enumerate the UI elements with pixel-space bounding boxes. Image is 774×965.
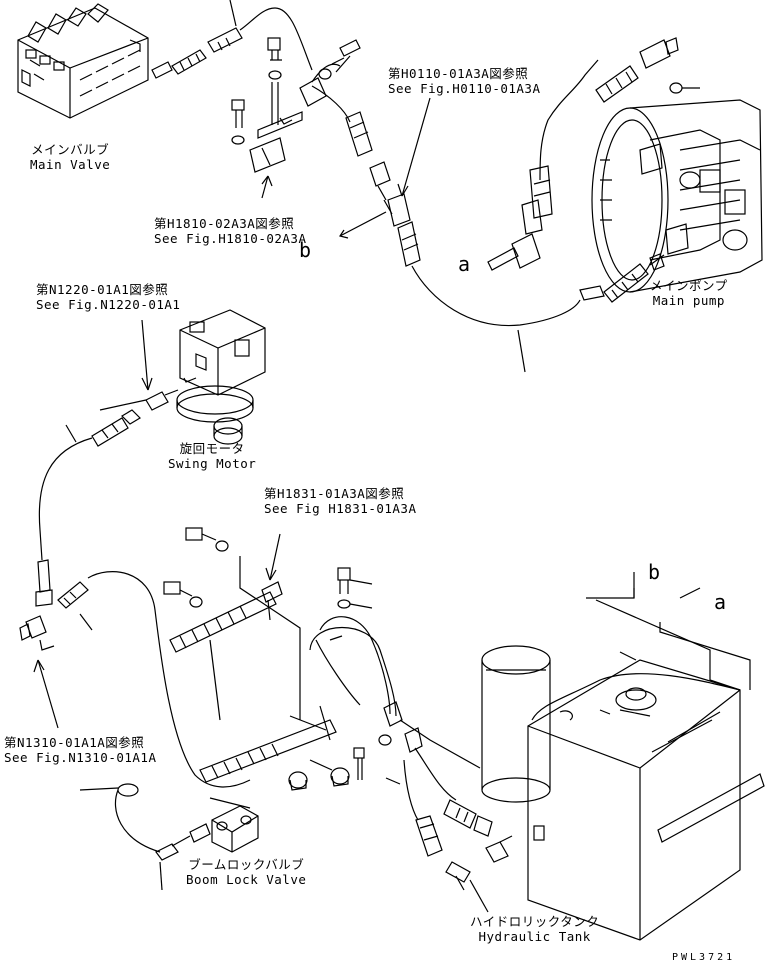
- swing-motor-label-ja: 旋回モータ: [179, 441, 245, 456]
- main-valve-label: メインバルブ Main Valve: [30, 142, 110, 172]
- ref-n1310-ja: 第N1310-01A1A図参照: [4, 735, 145, 750]
- ref-h0110-ja: 第H0110-01A3A図参照: [388, 66, 529, 81]
- ref-h0110-en: See Fig.H0110-01A3A: [388, 81, 541, 96]
- main-valve-label-ja: メインバルブ: [31, 142, 110, 157]
- hydraulic-tank-label-ja: ハイドロリックタンク: [470, 914, 600, 929]
- swing-motor-label-en: Swing Motor: [168, 456, 257, 471]
- boom-lock-valve-label-en: Boom Lock Valve: [186, 872, 307, 887]
- swing-motor-illustration: [145, 309, 266, 445]
- ref-n1220-label: 第N1220-01A1図参照 See Fig.N1220-01A1: [36, 282, 180, 312]
- connection-mark-a-top: a: [458, 252, 471, 276]
- hose-to-junction: [311, 85, 581, 373]
- clamp-hose-lower: [199, 705, 350, 791]
- ref-n1310-en: See Fig.N1310-01A1A: [4, 750, 157, 765]
- bolt-group-top: [231, 37, 361, 173]
- hose-left-lower: [19, 559, 251, 788]
- drawing-code: PWL3721: [672, 952, 736, 963]
- ref-n1220-ja: 第N1220-01A1図参照: [36, 282, 169, 297]
- connection-mark-a-tank: a: [714, 590, 727, 614]
- main-pump-label-en: Main pump: [652, 293, 725, 308]
- hose-swing-motor: [38, 319, 153, 561]
- ref-h1810-ja: 第H1810-02A3A図参照: [154, 216, 295, 231]
- ref-h1810-label: 第H1810-02A3A図参照 See Fig.H1810-02A3A: [154, 216, 307, 246]
- connection-mark-b-top: b: [299, 238, 312, 262]
- leader-lines-lower: [33, 659, 489, 913]
- connection-mark-b-tank: b: [648, 560, 661, 584]
- hydraulic-tank-illustration: [481, 572, 765, 941]
- main-pump-label: メインポンプ Main pump: [650, 278, 728, 308]
- leader-lines-top: [261, 97, 431, 239]
- boom-lock-valve-illustration: [189, 805, 259, 853]
- hose-boom-lock: [79, 783, 251, 891]
- boom-lock-valve-label: ブームロックバルブ Boom Lock Valve: [186, 857, 306, 887]
- boom-lock-valve-label-ja: ブームロックバルブ: [188, 857, 305, 872]
- hose-to-tank: [309, 567, 513, 891]
- ref-h1810-en: See Fig.H1810-02A3A: [154, 231, 307, 246]
- ref-h1831-label: 第H1831-01A3A図参照 See Fig H1831-01A3A: [264, 486, 417, 516]
- ref-h1831-en: See Fig H1831-01A3A: [264, 501, 417, 516]
- swing-motor-label: 旋回モータ Swing Motor: [168, 441, 256, 471]
- main-pump-label-ja: メインポンプ: [650, 278, 728, 293]
- ref-h0110-label: 第H0110-01A3A図参照 See Fig.H0110-01A3A: [388, 66, 541, 96]
- ref-h1831-ja: 第H1831-01A3A図参照: [264, 486, 405, 501]
- main-valve-label-en: Main Valve: [30, 157, 111, 172]
- hose-main-pump: [487, 37, 700, 271]
- leader-main-pump: [649, 254, 665, 266]
- hydraulic-tank-label: ハイドロリックタンク Hydraulic Tank: [470, 914, 599, 944]
- clamp-group-center: [163, 527, 301, 721]
- hydraulic-tank-label-en: Hydraulic Tank: [478, 929, 591, 944]
- main-valve-illustration: [17, 3, 149, 119]
- hose-main-valve: [151, 0, 313, 79]
- ref-n1220-en: See Fig.N1220-01A1: [36, 297, 181, 312]
- ref-n1310-label: 第N1310-01A1A図参照 See Fig.N1310-01A1A: [4, 735, 157, 765]
- main-pump-illustration: [579, 99, 763, 303]
